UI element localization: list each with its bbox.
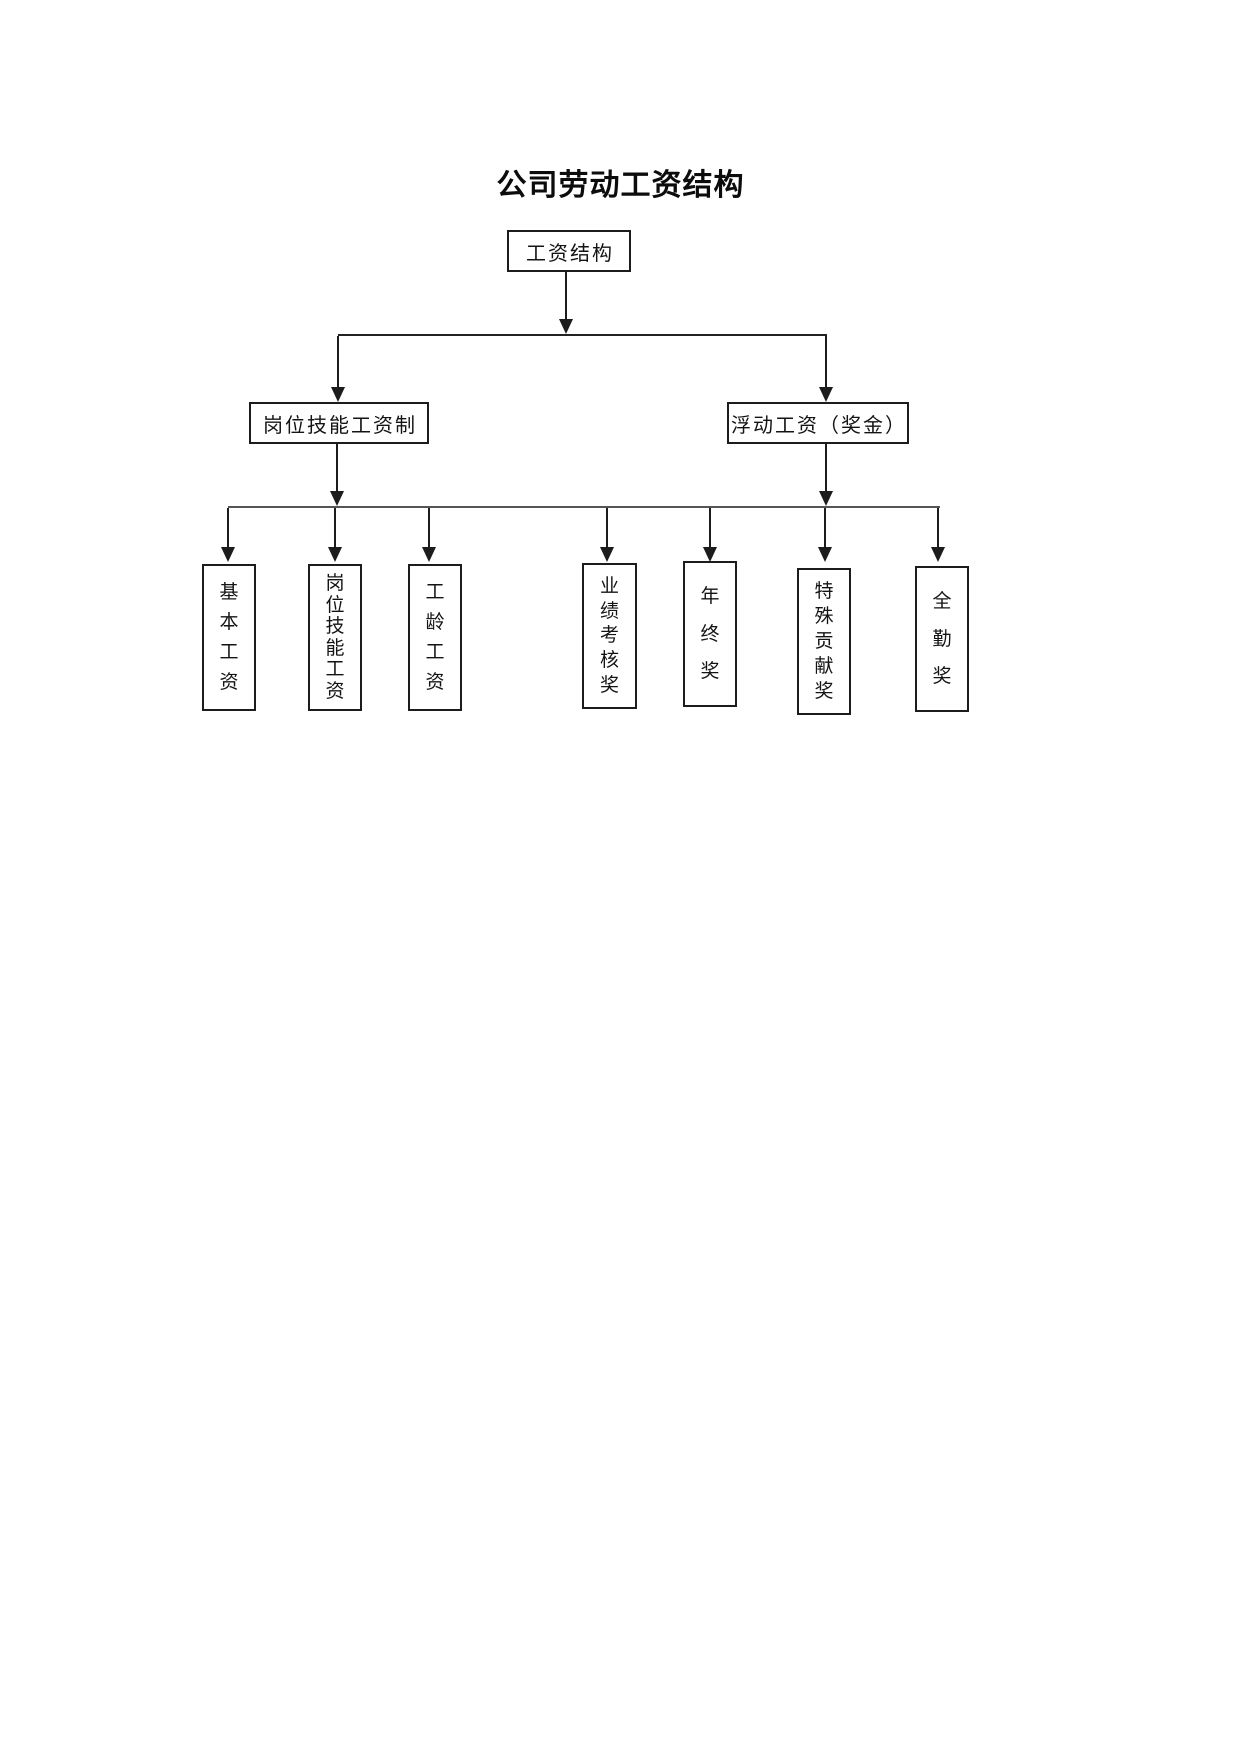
connector-root-arrow <box>559 272 573 334</box>
column-arrow-position-skill-wage <box>328 508 342 562</box>
column-arrow-basic-wage <box>221 508 235 562</box>
drop-arrow-right <box>819 444 833 506</box>
node-level2-floating-wage-bonus: 浮动工资（奖金） <box>727 402 909 444</box>
node-level3-full-attendance-award: 全勤奖 <box>915 566 969 712</box>
branch-arrow-left <box>331 336 345 402</box>
column-arrow-performance-award <box>600 508 614 562</box>
split-line-level1 <box>338 334 827 336</box>
node-level3-special-contribution-award: 特殊贡献奖 <box>797 568 851 715</box>
node-level2-label: 岗位技能工资制 <box>263 414 417 437</box>
column-arrow-full-attendance-award <box>931 508 945 562</box>
node-level3-position-skill-wage: 岗位技能工资 <box>308 564 362 711</box>
node-level3-performance-award: 业绩考核奖 <box>582 563 637 709</box>
column-arrow-year-end-award <box>703 508 717 562</box>
split-line-level2 <box>228 506 940 508</box>
node-level3-seniority-wage: 工龄工资 <box>408 564 462 711</box>
node-root-wage-structure: 工资结构 <box>507 230 631 272</box>
node-level3-basic-wage: 基本工资 <box>202 564 256 711</box>
node-level2-label: 浮动工资（奖金） <box>731 414 907 437</box>
branch-arrow-right <box>819 336 833 402</box>
column-arrow-special-contribution-award <box>818 508 832 562</box>
node-level2-position-skill-system: 岗位技能工资制 <box>249 402 429 444</box>
node-level3-year-end-award: 年终奖 <box>683 561 737 707</box>
drop-arrow-left <box>330 444 344 506</box>
page-title: 公司劳动工资结构 <box>496 169 745 202</box>
column-arrow-seniority-wage <box>422 508 436 562</box>
node-root-label: 工资结构 <box>526 242 614 265</box>
